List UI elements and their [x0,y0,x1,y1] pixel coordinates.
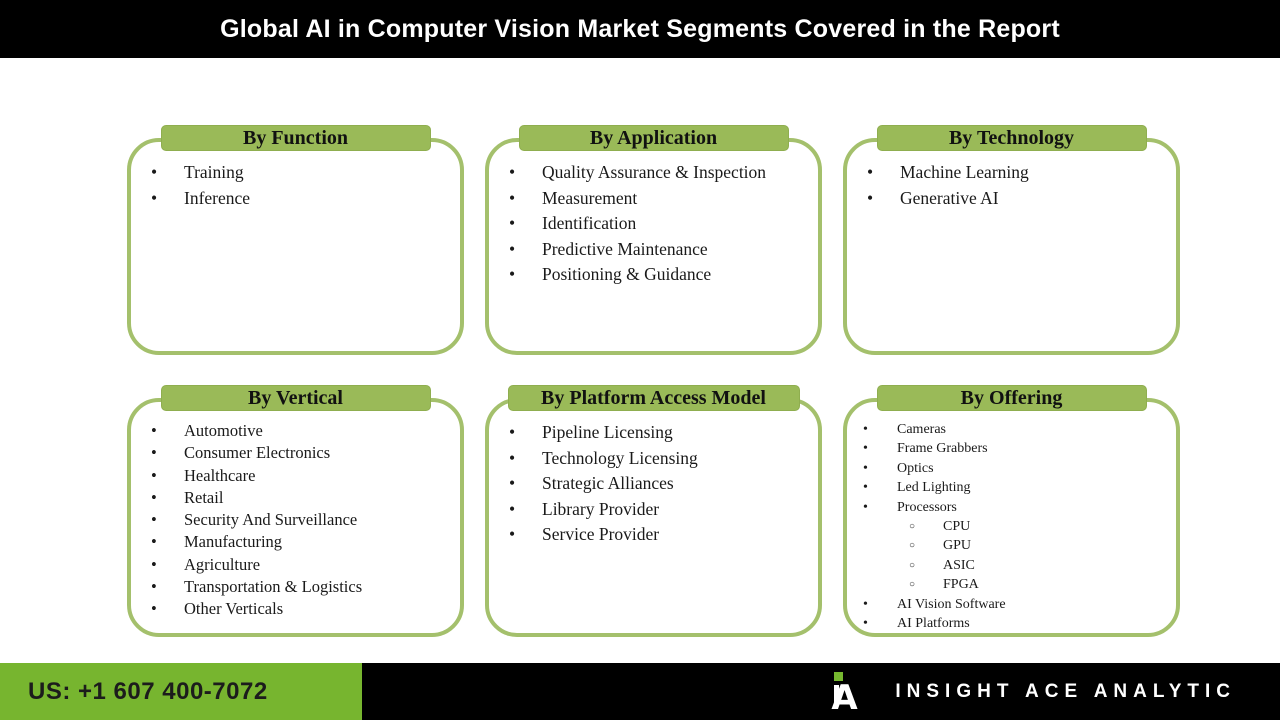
segment-item-list: CamerasFrame GrabbersOpticsLed LightingP… [843,420,1180,634]
logo-bar [834,684,840,703]
phone-box: US: +1 607 400-7072 [0,663,362,720]
segment-box-technology: By TechnologyMachine LearningGenerative … [843,125,1180,355]
segment-item: Led Lighting [843,478,1166,498]
segment-header-technology: By Technology [876,125,1147,151]
segment-item: Technology Licensing [485,446,808,472]
segment-title: By Function [242,127,349,149]
segment-item-list: AutomotiveConsumer ElectronicsHealthcare… [127,420,464,621]
page-title: Global AI in Computer Vision Market Segm… [220,14,1060,43]
brand: A INSIGHT ACE ANALYTIC [827,669,1236,715]
segment-item: Identification [485,211,808,237]
segment-item: Manufacturing [127,531,450,554]
segment-sub-item: CPU [843,517,1166,537]
segment-item-list: Machine LearningGenerative AI [843,160,1180,211]
segment-box-vertical: By VerticalAutomotiveConsumer Electronic… [127,385,464,637]
segment-item: Cameras [843,420,1166,440]
segment-header-vertical: By Vertical [160,385,431,411]
footer-bar: US: +1 607 400-7072 A INSIGHT ACE ANALYT… [0,663,1280,720]
segment-item: Machine Learning [843,160,1166,186]
segments-grid: By FunctionTrainingInferenceBy Applicati… [127,125,1180,637]
segment-sub-item: ASIC [843,556,1166,576]
segment-item: Processors [843,498,1166,518]
segment-header-function: By Function [160,125,431,151]
segment-item: Library Provider [485,497,808,523]
logo-letter: A [831,677,858,718]
segment-item-list: Pipeline LicensingTechnology LicensingSt… [485,420,822,548]
insight-ace-logo-icon: A [827,669,869,715]
segment-item: Automotive [127,420,450,443]
segment-item: Inference [127,186,450,212]
segment-title: By Technology [948,127,1075,149]
segment-item: Optics [843,459,1166,479]
segment-item: Other Verticals [127,598,450,621]
segment-item: AI Vision Software [843,595,1166,615]
segment-title: By Vertical [248,387,343,409]
segment-item: Consumer Electronics [127,442,450,465]
segment-item-list: Quality Assurance & InspectionMeasuremen… [485,160,822,288]
segment-item: Strategic Alliances [485,471,808,497]
title-bar: Global AI in Computer Vision Market Segm… [0,0,1280,58]
segment-title: By Offering [960,387,1063,409]
phone-number: US: +1 607 400-7072 [28,677,268,705]
segment-item: Pipeline Licensing [485,420,808,446]
brand-name: INSIGHT ACE ANALYTIC [895,680,1236,702]
segment-item: Transportation & Logistics [127,576,450,599]
segment-item: Quality Assurance & Inspection [485,160,808,186]
segment-item: Predictive Maintenance [485,237,808,263]
segment-item: Positioning & Guidance [485,262,808,288]
segment-item: Training [127,160,450,186]
segment-item-list: TrainingInference [127,160,464,211]
segment-box-application: By ApplicationQuality Assurance & Inspec… [485,125,822,355]
segment-item: Agriculture [127,554,450,577]
segment-sub-item: GPU [843,536,1166,556]
segment-item: Service Provider [485,522,808,548]
segment-item: Healthcare [127,465,450,488]
segment-box-offering: By OfferingCamerasFrame GrabbersOpticsLe… [843,385,1180,637]
logo-green-dot [834,671,844,681]
segment-header-application: By Application [518,125,789,151]
segment-header-platform-access-model: By Platform Access Model [507,385,800,411]
segment-item: Security And Surveillance [127,509,450,532]
segment-item: AI Platforms [843,614,1166,634]
segment-item: Measurement [485,186,808,212]
segment-title: By Application [589,127,718,149]
segment-title: By Platform Access Model [541,387,766,409]
segment-box-function: By FunctionTrainingInference [127,125,464,355]
segment-sub-item: FPGA [843,575,1166,595]
segment-header-offering: By Offering [876,385,1147,411]
segment-item: Generative AI [843,186,1166,212]
segment-box-platform-access-model: By Platform Access ModelPipeline Licensi… [485,385,822,637]
segment-item: Retail [127,487,450,510]
segment-item: Frame Grabbers [843,439,1166,459]
